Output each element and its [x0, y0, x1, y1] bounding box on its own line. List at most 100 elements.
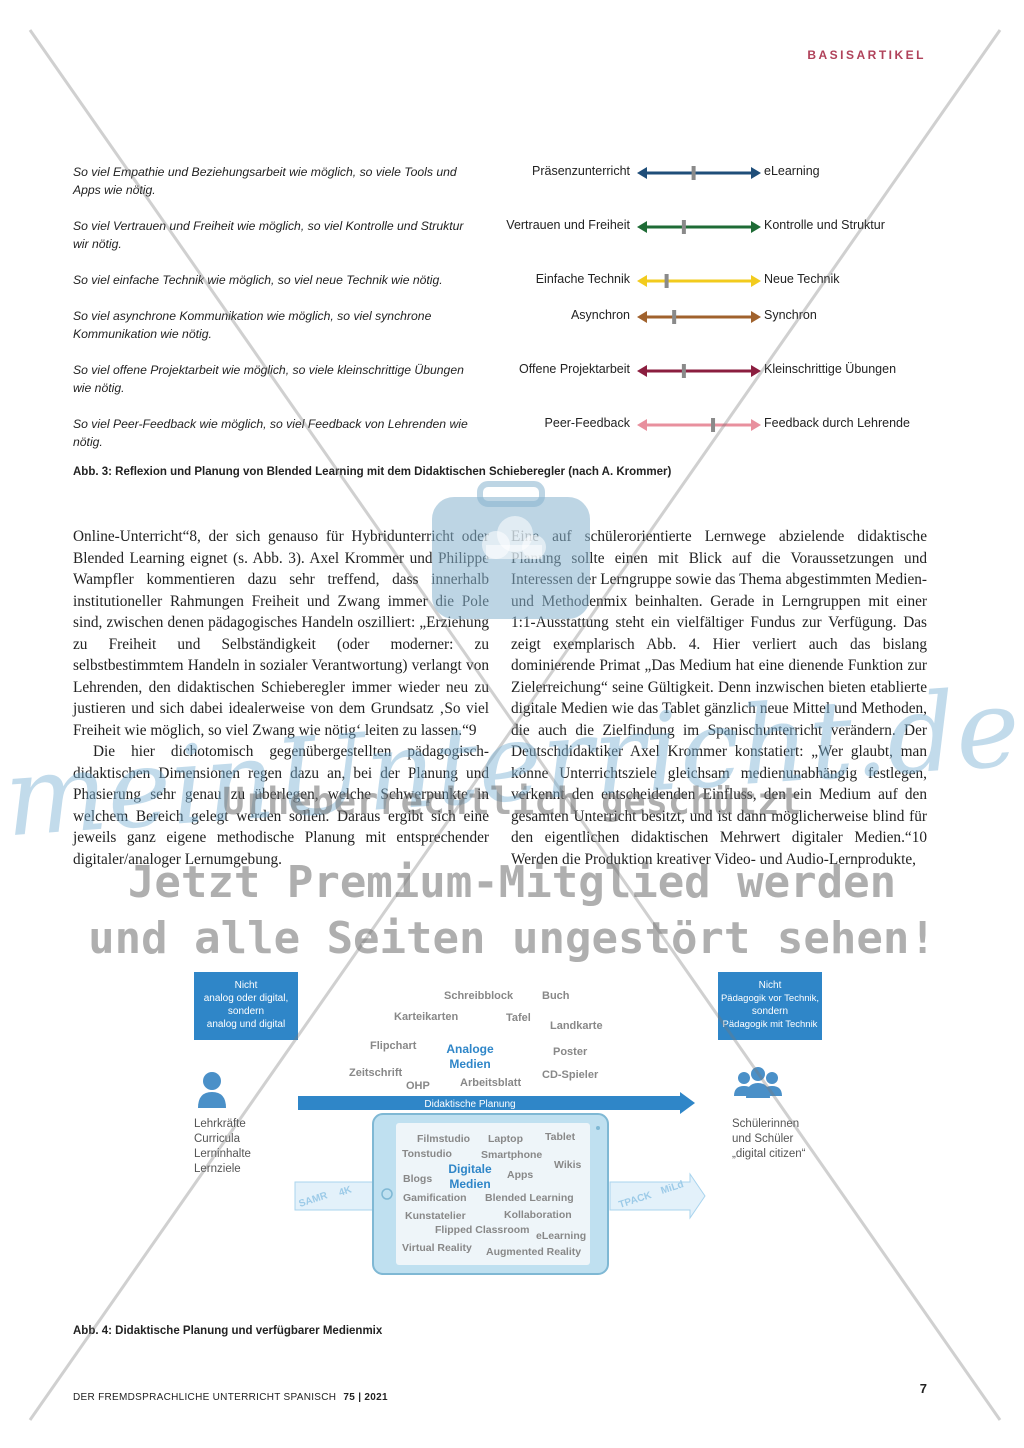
slider-left-pole: Offene Projektarbeit — [519, 362, 630, 376]
slider-marker — [711, 418, 716, 432]
planning-arrow-label: Didaktische Planung — [424, 1099, 515, 1110]
teacher-label: Lernziele — [194, 1163, 241, 1175]
students-label: und Schüler — [732, 1133, 794, 1145]
slider-quote: So viel offene Projektarbeit wie möglich… — [73, 363, 464, 395]
info-box-line: Nicht — [759, 980, 782, 991]
teacher-icon — [198, 1072, 226, 1108]
slider-arrowhead-right — [751, 275, 761, 287]
slider-row: So viel einfache Technik wie möglich, so… — [73, 271, 933, 311]
paragraph: Eine auf schülerorientierte Lernwege abz… — [511, 528, 927, 868]
body-column-right: Eine auf schülerorientierte Lernwege abz… — [511, 526, 927, 870]
slider-row: So viel Peer-Feedback wie möglich, so vi… — [73, 415, 933, 455]
analog-item: Karteikarten — [394, 1011, 458, 1023]
slider-arrowhead-left — [637, 311, 647, 323]
slider-right-pole: Synchron — [764, 308, 817, 322]
info-box-line: Nicht — [235, 980, 258, 991]
planning-arrow — [298, 1096, 682, 1110]
students-label: Schülerinnen — [732, 1118, 799, 1130]
analog-item: Flipchart — [370, 1040, 417, 1052]
digital-item: Tablet — [545, 1131, 576, 1143]
slider-marker — [681, 364, 686, 378]
tablet-camera-icon — [596, 1126, 600, 1130]
slider-quote: So viel Vertrauen und Freiheit wie mögli… — [73, 219, 464, 251]
section-label: BASISARTIKEL — [807, 48, 926, 62]
analog-item: Buch — [542, 990, 570, 1002]
tpack-arrow — [609, 1172, 706, 1220]
slider-arrowhead-right — [751, 311, 761, 323]
slider-row: So viel offene Projektarbeit wie möglich… — [73, 361, 933, 401]
digital-item: Wikis — [554, 1159, 581, 1171]
slider-right-pole: Kontrolle und Struktur — [764, 218, 885, 232]
planning-arrow-head — [680, 1092, 695, 1114]
digital-item: Filmstudio — [417, 1133, 470, 1145]
slider-left-pole: Präsenzunterricht — [532, 164, 630, 178]
paragraph: Online-Unterricht“8, der sich genauso fü… — [73, 528, 489, 739]
paragraph: Die hier dichotomisch gegenübergestellte… — [73, 743, 489, 868]
slider-row: So viel asynchrone Kommunikation wie mög… — [73, 307, 933, 347]
digital-item: Smartphone — [481, 1149, 542, 1161]
slider-left-pole: Asynchron — [570, 308, 630, 322]
slider-arrow — [637, 166, 761, 180]
digital-media-title: Digitale — [448, 1162, 492, 1176]
slider-right-pole: Kleinschrittige Übungen — [764, 362, 897, 376]
digital-item: Kollaboration — [504, 1209, 572, 1221]
slider-left-pole: Vertrauen und Freiheit — [506, 218, 630, 232]
slider-arrowhead-left — [637, 221, 647, 233]
analog-item: Zeitschrift — [349, 1067, 403, 1079]
slider-left-pole: Einfache Technik — [535, 272, 630, 286]
slider-arrowhead-right — [751, 167, 761, 179]
slider-arrowhead-right — [751, 365, 761, 377]
analog-item: Arbeitsblatt — [460, 1077, 521, 1089]
slider-quote: So viel Empathie und Beziehungsarbeit wi… — [73, 165, 457, 197]
figure-caption: Abb. 3: Reflexion und Planung von Blende… — [73, 466, 672, 478]
slider-arrowhead-right — [751, 221, 761, 233]
slider-arrowhead-left — [637, 365, 647, 377]
digital-item: Virtual Reality — [402, 1242, 472, 1254]
info-box-line: sondern — [752, 1006, 788, 1017]
slider-arrowhead-left — [637, 419, 647, 431]
slider-quote: So viel Peer-Feedback wie möglich, so vi… — [73, 417, 468, 449]
analog-item: CD-Spieler — [542, 1069, 599, 1081]
info-box-line: sondern — [228, 1006, 264, 1017]
analog-media-title: Medien — [449, 1057, 490, 1071]
slider-quote: So viel einfache Technik wie möglich, so… — [73, 273, 443, 287]
slider-marker — [681, 220, 686, 234]
slider-arrowhead-left — [637, 275, 647, 287]
slider-right-pole: Neue Technik — [764, 272, 840, 286]
page-number: 7 — [919, 1381, 927, 1396]
digital-item: Blogs — [403, 1173, 432, 1185]
watermark-line-3: und alle Seiten ungestört sehen! — [88, 913, 936, 964]
slider-arrow — [637, 274, 761, 288]
digital-item: Kunstatelier — [405, 1210, 466, 1222]
teacher-label: Lerninhalte — [194, 1148, 251, 1160]
digital-item: Flipped Classroom — [435, 1224, 530, 1236]
teacher-label: Curricula — [194, 1133, 241, 1145]
slider-marker — [672, 310, 677, 324]
digital-item: Tonstudio — [402, 1148, 452, 1160]
slider-arrow — [637, 220, 761, 234]
info-box-line: Pädagogik vor Technik, — [721, 993, 819, 1004]
body-column-left: Online-Unterricht“8, der sich genauso fü… — [73, 526, 489, 870]
analog-item: Tafel — [506, 1012, 531, 1024]
info-box-left — [194, 972, 298, 1040]
slider-row: So viel Empathie und Beziehungsarbeit wi… — [73, 163, 933, 203]
info-box-line: Pädagogik mit Technik — [723, 1019, 818, 1030]
students-icon — [734, 1067, 782, 1098]
analog-item: Landkarte — [550, 1020, 603, 1032]
digital-item: Augmented Reality — [486, 1246, 581, 1258]
analog-item: Poster — [553, 1046, 588, 1058]
slider-right-pole: Feedback durch Lehrende — [764, 416, 910, 430]
digital-media-title: Medien — [449, 1177, 490, 1191]
media-mix-diagram: Nicht analog oder digital, sondern analo… — [194, 972, 822, 1275]
digital-item: Apps — [507, 1169, 533, 1181]
footer-journal: DER FREMDSPRACHLICHE UNTERRICHT SPANISCH… — [73, 1392, 388, 1403]
slider-arrow — [637, 418, 761, 432]
slider-left-pole: Peer-Feedback — [544, 416, 630, 430]
slider-arrow — [637, 364, 761, 378]
tablet-button-icon — [381, 1188, 393, 1200]
digital-item: Laptop — [488, 1133, 523, 1145]
journal-title: DER FREMDSPRACHLICHE UNTERRICHT SPANISCH — [73, 1392, 337, 1403]
slider-marker — [664, 274, 669, 288]
slider-arrowhead-left — [637, 167, 647, 179]
analog-item: Schreibblock — [444, 990, 514, 1002]
